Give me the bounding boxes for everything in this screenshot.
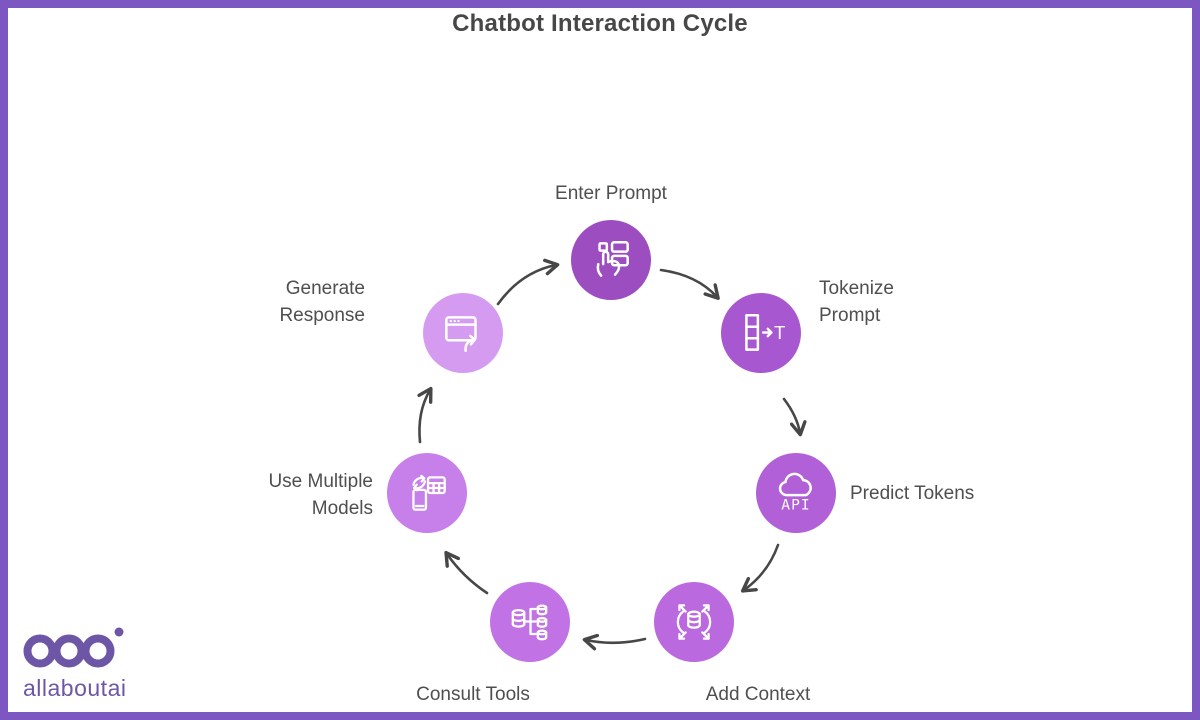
arrow-generate-to-enter (496, 258, 560, 306)
cycle-arrows (417, 258, 807, 651)
allaboutai-logo-mark (23, 627, 124, 668)
step-label-add-context: Add Context (705, 684, 811, 705)
step-label-tokenize-prompt: Tokenize Prompt (819, 278, 894, 326)
page-title: Chatbot Interaction Cycle (452, 10, 748, 37)
svg-text:API: API (781, 497, 810, 514)
arrow-tokenize-to-predict (782, 397, 807, 437)
step-label-generate-response: Generate Response (279, 278, 365, 326)
api-cloud-icon: API (778, 472, 812, 514)
arrow-consult-to-use (444, 550, 489, 595)
step-circle-add-context (654, 582, 734, 662)
allaboutai-logo: allaboutai (23, 618, 153, 702)
svg-text:T: T (774, 322, 786, 343)
step-label-use-multiple-models: Use Multiple Models (268, 471, 373, 519)
step-circle-tokenize-prompt: T (721, 293, 801, 373)
device-sync-icon (412, 474, 446, 511)
step-circle-generate-response (423, 293, 503, 373)
window-redo-icon (445, 316, 477, 352)
step-circle-consult-tools (490, 582, 570, 662)
step-label-predict-tokens: Predict Tokens (850, 483, 975, 504)
step-label-enter-prompt: Enter Prompt (555, 183, 667, 204)
database-branch-icon (511, 604, 548, 641)
database-expand-icon (676, 604, 712, 640)
arrow-enter-to-tokenize (659, 268, 720, 300)
token-arrow-t-icon: T (745, 314, 786, 351)
step-label-consult-tools: Consult Tools (416, 684, 530, 705)
hand-select-icon (596, 241, 629, 277)
step-circle-use-multiple-models (387, 453, 467, 533)
allaboutai-logo-text: allaboutai (23, 675, 127, 701)
arrow-use-to-generate (417, 386, 433, 444)
arrow-add-to-consult (582, 633, 647, 651)
step-circle-predict-tokens: API (756, 453, 836, 533)
step-circle-enter-prompt (571, 220, 651, 300)
arrow-predict-to-add (740, 543, 780, 593)
